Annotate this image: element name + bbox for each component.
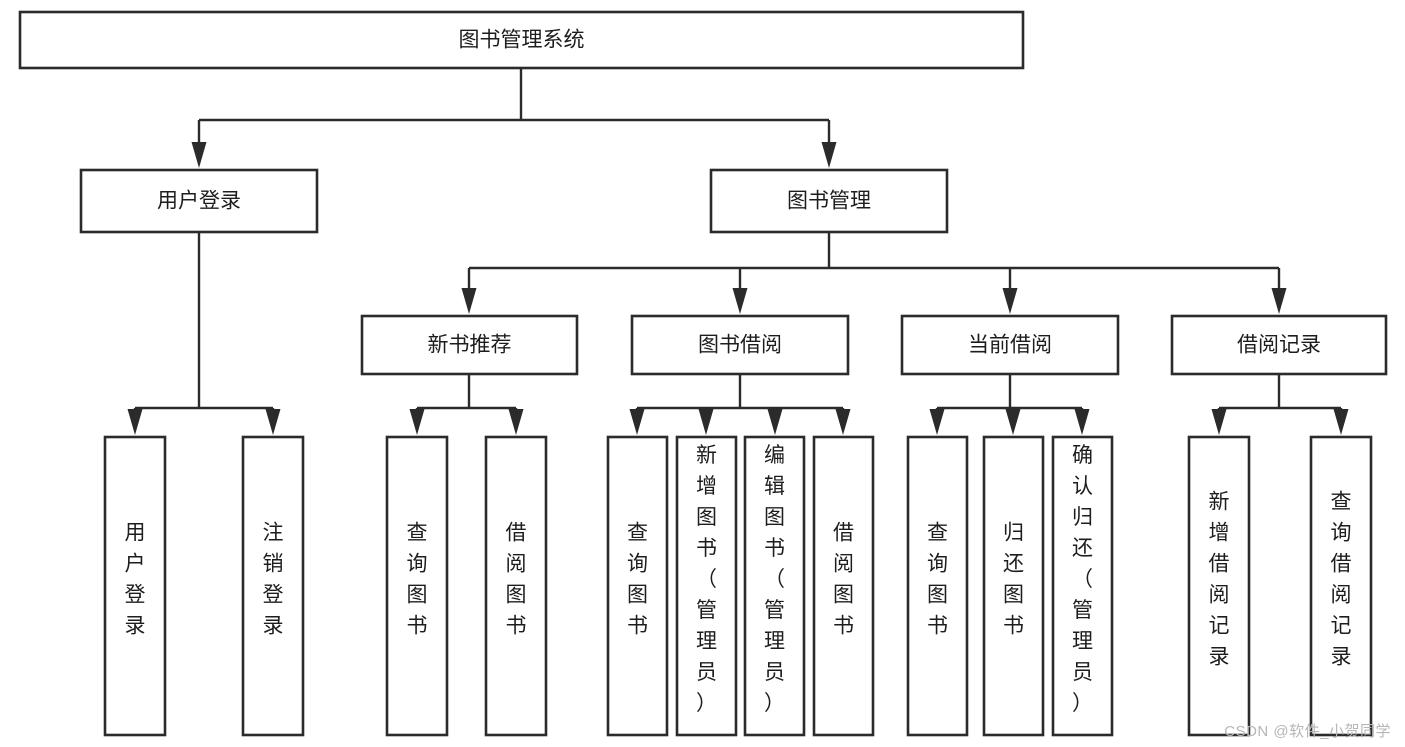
arrow-head-icon [1002,288,1018,314]
node-leaf-confirm-return[interactable]: 确认归还（管理员） [1051,435,1114,737]
node-layer: 图书管理系统用户登录图书管理新书推荐图书借阅当前借阅借阅记录用户登录注销登录查询… [18,10,1388,737]
connector-layer [127,68,1349,435]
node-leaf-add-record[interactable]: 新增借阅记录 [1187,435,1251,737]
node-label: 图书借阅 [698,334,782,357]
node-box[interactable] [1187,435,1251,737]
node-leaf-borrow-book-1[interactable]: 借阅图书 [484,435,548,737]
node-box[interactable] [18,10,1025,70]
node-label: 查询图书 [927,522,948,638]
node-label: 新增图书（管理员） [696,444,717,715]
node-box[interactable] [360,314,579,376]
node-leaf-user-logout[interactable]: 注销登录 [241,435,305,737]
node-leaf-query-record[interactable]: 查询借阅记录 [1309,435,1373,737]
node-box[interactable] [241,435,305,737]
node-book-manage[interactable]: 图书管理 [709,168,949,234]
node-leaf-add-book[interactable]: 新增图书（管理员） [675,435,738,737]
node-leaf-user-login[interactable]: 用户登录 [103,435,167,737]
connector-c-current-borrow [929,374,1090,435]
node-label: 确认归还（管理员） [1072,444,1093,715]
connector-c-root [191,68,837,168]
node-label: 查询图书 [407,522,428,638]
node-box[interactable] [709,168,949,234]
node-box[interactable] [743,435,806,737]
connector-c-new-book-rec [409,374,524,435]
node-current-borrow[interactable]: 当前借阅 [900,314,1120,376]
arrow-head-icon [698,409,714,435]
node-label: 图书管理 [787,190,871,213]
node-label: 当前借阅 [968,334,1052,357]
node-box[interactable] [1170,314,1388,376]
node-box[interactable] [484,435,548,737]
node-leaf-query-book-3[interactable]: 查询图书 [906,435,969,737]
node-leaf-query-book-1[interactable]: 查询图书 [385,435,449,737]
node-label: 图书管理系统 [459,29,585,52]
node-box[interactable] [675,435,738,737]
node-box[interactable] [1051,435,1114,737]
node-label: 新书推荐 [428,334,512,357]
arrow-head-icon [1211,409,1227,435]
arrow-head-icon [265,409,281,435]
node-label: 编辑图书（管理员） [764,444,785,715]
node-new-book-rec[interactable]: 新书推荐 [360,314,579,376]
connector-c-user-login [127,232,281,435]
node-book-borrow[interactable]: 图书借阅 [630,314,850,376]
arrow-head-icon [767,409,783,435]
node-leaf-edit-book[interactable]: 编辑图书（管理员） [743,435,806,737]
arrow-head-icon [1074,409,1090,435]
node-box[interactable] [900,314,1120,376]
arrow-head-icon [1271,288,1287,314]
node-label: 归还图书 [1003,522,1024,638]
node-label: 用户登录 [157,190,241,213]
node-box[interactable] [385,435,449,737]
arrow-head-icon [821,142,837,168]
node-label: 新增借阅记录 [1209,491,1230,669]
node-root[interactable]: 图书管理系统 [18,10,1025,70]
node-label: 查询借阅记录 [1331,491,1352,669]
node-leaf-borrow-book-2[interactable]: 借阅图书 [812,435,875,737]
node-box[interactable] [79,168,319,234]
node-box[interactable] [103,435,167,737]
node-box[interactable] [1309,435,1373,737]
node-box[interactable] [906,435,969,737]
node-label: 用户登录 [125,522,146,638]
node-label: 借阅图书 [833,522,854,638]
node-label: 查询图书 [627,522,648,638]
node-user-login[interactable]: 用户登录 [79,168,319,234]
arrow-head-icon [1005,409,1021,435]
node-borrow-record[interactable]: 借阅记录 [1170,314,1388,376]
arrow-head-icon [191,142,207,168]
arrow-head-icon [1333,409,1349,435]
node-leaf-return-book[interactable]: 归还图书 [982,435,1045,737]
node-label: 借阅图书 [506,522,527,638]
connector-c-borrow-record [1211,374,1349,435]
csdn-watermark: CSDN @软件_小贺同学 [1224,723,1391,740]
arrow-head-icon [929,409,945,435]
arrow-head-icon [835,409,851,435]
connector-c-book-manage [461,232,1287,314]
arrow-head-icon [629,409,645,435]
arrow-head-icon [732,288,748,314]
arrow-head-icon [508,409,524,435]
node-box[interactable] [982,435,1045,737]
connector-c-book-borrow [629,374,851,435]
arrow-head-icon [461,288,477,314]
node-box[interactable] [630,314,850,376]
arrow-head-icon [127,409,143,435]
node-leaf-query-book-2[interactable]: 查询图书 [606,435,669,737]
node-label: 借阅记录 [1237,334,1321,357]
arrow-head-icon [409,409,425,435]
node-box[interactable] [812,435,875,737]
node-box[interactable] [606,435,669,737]
node-label: 注销登录 [263,522,284,638]
